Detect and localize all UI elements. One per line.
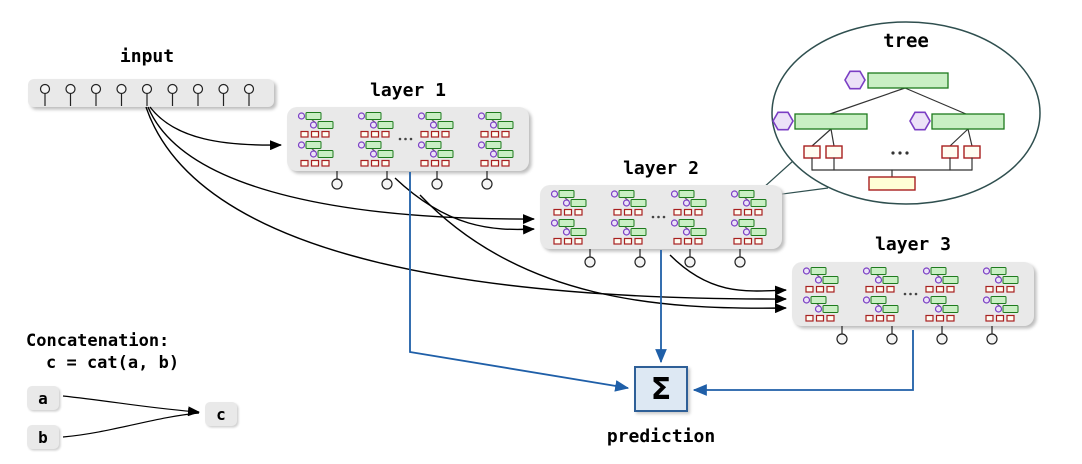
concat-node-c: c: [205, 402, 237, 426]
tree-left-node: [794, 113, 868, 130]
layer-2-label: layer 2: [623, 158, 699, 179]
arrow-layer3-to-sum: [692, 330, 914, 396]
concat-legend-title: Concatenation:: [26, 331, 170, 351]
tree-output-box: [868, 176, 916, 191]
tree-right-node: [931, 113, 1005, 130]
prediction-label: prediction: [606, 426, 716, 447]
concat-node-a: a: [27, 386, 59, 410]
input-features: [39, 83, 255, 106]
input-label: input: [119, 46, 175, 67]
tree-leaf: [825, 145, 843, 159]
input-box: [28, 79, 274, 107]
tree-detail: [772, 70, 1005, 191]
arrow-layer2-to-layer3: [669, 254, 787, 296]
concat-legend-formula: c = cat(a, b): [46, 353, 180, 373]
layer-3-label: layer 3: [875, 234, 951, 255]
arrow-layer1-to-layer3: [419, 194, 787, 314]
arrow-input-to-layer2: [147, 106, 535, 225]
concat-line-a: [62, 395, 200, 417]
tree-leaf: [941, 145, 959, 159]
hexagon-icon: [844, 70, 866, 90]
arrow-input-to-layer1: [149, 106, 282, 151]
hexagon-icon: [909, 111, 931, 131]
sigma-symbol: Σ: [650, 371, 672, 407]
tree-label: tree: [883, 30, 929, 52]
tree-leaf: [963, 145, 981, 159]
layer-1-label: layer 1: [370, 80, 446, 101]
concat-node-b: b: [27, 425, 59, 449]
hexagon-icon: [772, 111, 794, 131]
tree-leaf: [803, 145, 821, 159]
concat-line-b: [62, 412, 200, 438]
sum-box: Σ: [634, 366, 688, 412]
arrow-input-to-layer3: [145, 106, 787, 305]
tree-root-node: [867, 72, 949, 89]
arrow-layer1-to-layer2: [394, 177, 535, 235]
arrow-layer1-to-sum: [409, 172, 630, 392]
layer-1-box: [287, 107, 529, 189]
